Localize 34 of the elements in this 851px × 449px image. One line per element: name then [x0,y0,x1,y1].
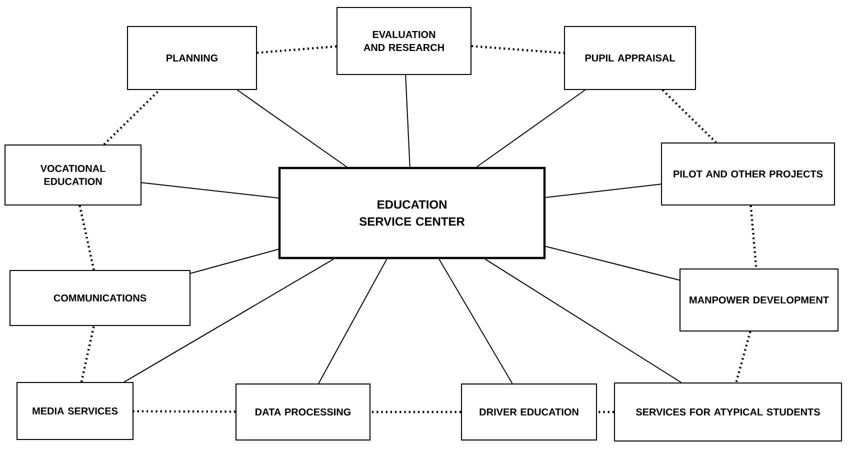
center-box: EDUCATION SERVICE CENTER [278,166,546,260]
service-box: PLANNING [127,26,257,90]
dotted-connector [735,331,752,383]
service-box: VOCATIONAL EDUCATION [4,144,142,206]
service-box: PUPIL APPRAISAL [564,26,696,90]
connector-line [484,258,682,383]
connector-line [476,90,586,168]
service-box: MANPOWER DEVELOPMENT [680,268,838,332]
service-box: PILOT AND OTHER PROJECTS [661,142,835,206]
dotted-connector [370,410,461,414]
connector-line [405,74,410,168]
connector-line [545,246,680,281]
dotted-connector [750,205,758,269]
dotted-connector [662,89,717,144]
connector-line [190,248,279,274]
dotted-connector [103,89,160,146]
connector-line [318,258,388,384]
service-box: EVALUATION AND RESEARCH [336,7,472,75]
connector-line [438,258,513,384]
service-box: DATA PROCESSING [236,384,370,440]
dotted-connector [78,205,95,270]
connector-line [545,184,662,198]
connector-line [124,258,334,382]
service-box: DRIVER EDUCATION [461,384,597,440]
connector-line [236,90,348,168]
connector-line [141,182,279,199]
service-box: MEDIA SERVICES [16,382,134,440]
service-box: COMMUNICATIONS [10,270,190,326]
dotted-connector [134,410,236,413]
dotted-connector [471,44,564,54]
dotted-connector [80,326,95,382]
dotted-connector [256,45,337,54]
service-box: SERVICES FOR ATYPICAL STUDENTS [614,382,842,442]
dotted-connector [597,410,614,414]
